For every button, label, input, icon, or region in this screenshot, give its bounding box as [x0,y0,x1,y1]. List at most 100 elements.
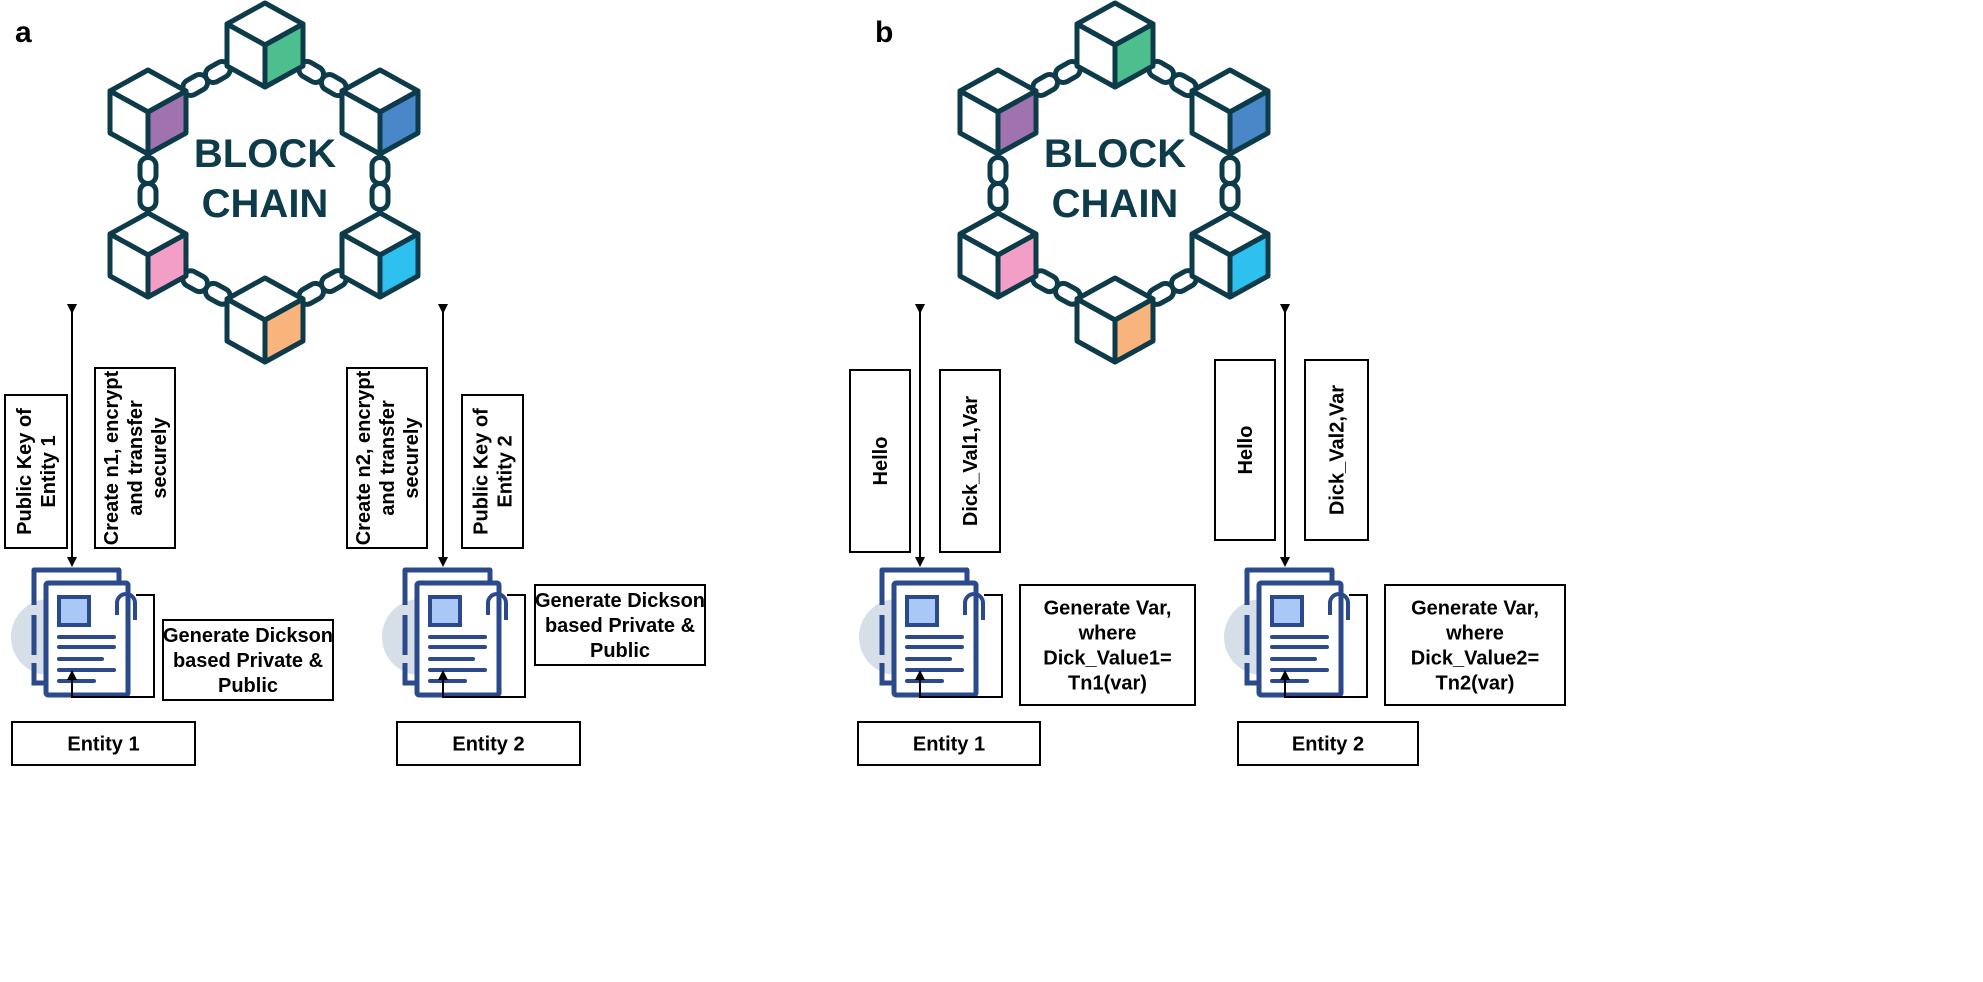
left-label-box [346,367,428,549]
chain-link-icon [1030,59,1083,98]
cube-right-face [995,231,1039,300]
cube-right-face [262,296,306,365]
panel-label: b [875,16,893,49]
entity-name: Entity 1 [67,734,139,756]
self-loop-arrow [67,594,155,698]
blockchain-title-line: BLOCK [194,132,336,176]
entity-box [1237,721,1419,766]
right-label-line: Public Key of [471,408,493,535]
blockchain-title-line: CHAIN [202,182,329,226]
cube-bottom-right-icon [339,210,421,300]
left-label: Hello [1235,426,1257,475]
cube-top-left-icon [957,67,1039,157]
process-label-line: based Private & [173,650,323,672]
chain-ring [369,181,391,212]
entity-box [396,721,581,766]
entity-box [857,721,1041,766]
cube-right-face [377,231,421,300]
process-label: Generate Dickson based Private & Public [535,590,705,662]
left-label: Hello [870,437,892,486]
self-loop-arrow [438,594,526,698]
left-label-line: and transfer [377,400,399,516]
cube-top-icon [224,0,306,90]
process-label-line: Public [590,640,650,662]
chain-link-icon [987,154,1009,213]
right-label-box [94,367,176,549]
cube-right-face [1112,296,1156,365]
left-label-line: Create n2, encrypt [353,370,375,545]
document-icon [859,567,985,698]
process-label-line: Generate Dickson [535,590,705,612]
process-label-line: Generate Dickson [163,625,333,647]
process-label-line: Tn1(var) [1068,673,1147,695]
left-label-box [4,394,68,549]
chain-link-icon [1219,154,1241,213]
cube-bottom-left-icon [107,210,189,300]
entity-name: Entity 2 [452,734,524,756]
cube-right-face [377,88,421,157]
chain-link-icon [137,154,159,213]
blockchain-title-line: BLOCK [1044,132,1186,176]
chain-ring [1219,155,1241,186]
chain-ring [137,181,159,212]
entity-name: Entity 1 [913,734,985,756]
document-image [57,595,91,627]
document-icon [1224,567,1350,698]
document-image [905,595,939,627]
process-label-line: Dick_Value2= [1411,648,1539,670]
chain-ring [137,155,159,186]
cube-top-right-icon [1189,67,1271,157]
cube-right-face [1227,88,1271,157]
cube-right-face [145,88,189,157]
left-label-line: Public Key of [14,408,36,535]
cube-bottom-right-icon [1189,210,1271,300]
paperclip-icon [115,592,137,620]
process-label-line: Generate Var, [1044,598,1172,620]
entity-box [11,721,196,766]
process-label-line: based Private & [545,615,695,637]
left-label-line: securely [401,417,423,499]
cube-top-left-icon [107,67,189,157]
document-back-page [402,567,493,605]
chain-link-icon [180,59,233,98]
process-box [1019,584,1196,706]
document-back-page [879,567,970,605]
right-label-line: Create n1, encrypt [101,370,123,545]
paperclip-icon [963,592,985,620]
left-label-box [1214,359,1276,541]
cube-bottom-left-icon [957,210,1039,300]
process-label-line: Generate Var, [1411,598,1539,620]
paperclip-icon [486,592,508,620]
right-label-line: Dick_Val1,Var [960,396,982,526]
right-label-line: and transfer [125,400,147,516]
right-label: Dick_Val2,Var [1327,385,1349,515]
self-loop-arrow [1280,594,1368,698]
cube-top-right-icon [339,67,421,157]
process-label-line: where [1078,623,1137,645]
document-back-page [31,567,122,605]
chain-ring [987,155,1009,186]
document-image [1270,595,1304,627]
process-label-line: where [1445,623,1504,645]
paperclip-icon [1328,592,1350,620]
chain-ring [369,155,391,186]
process-box [162,619,334,701]
left-label-line: Entity 1 [38,435,60,507]
cube-top-icon [1074,0,1156,90]
right-label: Dick_Val1,Var [960,396,982,526]
left-label-line: Hello [870,437,892,486]
right-label-box [461,394,524,549]
right-label-line: Dick_Val2,Var [1327,385,1349,515]
entity-name: Entity 2 [1292,734,1364,756]
